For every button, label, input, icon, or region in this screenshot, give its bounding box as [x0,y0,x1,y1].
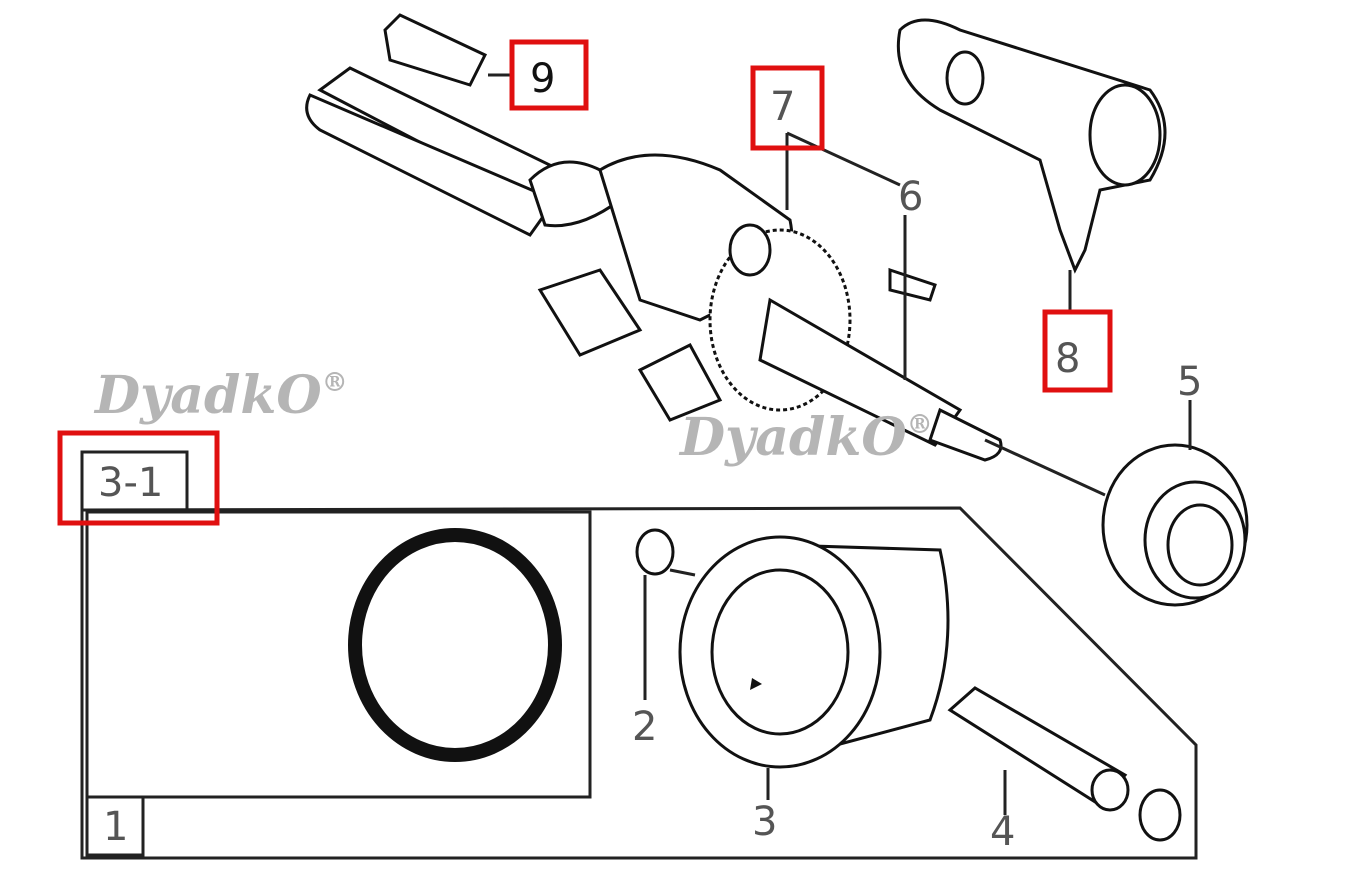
callout-9: 9 [530,56,555,102]
bearing-drawing [1101,443,1249,607]
connecting-rod-drawing [896,18,1167,274]
callout-7: 7 [770,84,795,130]
clip-drawing-2 [1138,788,1182,842]
callout-8: 8 [1055,336,1080,382]
watermark-left: DyadkO® [93,365,348,426]
callout-3-1: 3-1 [98,460,163,506]
assembly-frame [80,506,1198,860]
callout-2: 2 [632,704,657,750]
callout-4: 4 [990,809,1015,855]
clip-drawing [635,528,675,576]
piston-rings-drawing [106,528,562,776]
highlight-9 [509,39,589,111]
piston-drawing [678,535,950,769]
callout-5: 5 [1177,359,1202,405]
highlight-7 [750,65,825,151]
piston-pin-drawing [947,686,1130,812]
watermark-center: DyadkO® [678,407,933,468]
highlight-8 [1042,309,1113,393]
callout-1: 1 [103,804,128,850]
crankshaft-drawing [305,66,1003,462]
label-box-3-1 [80,450,189,512]
highlight-3-1 [57,430,220,526]
callout-6: 6 [898,174,923,220]
callout-3: 3 [752,799,777,845]
ring-set-frame [85,510,592,799]
shaft-key-drawing [383,13,488,87]
label-box-1 [85,795,145,857]
